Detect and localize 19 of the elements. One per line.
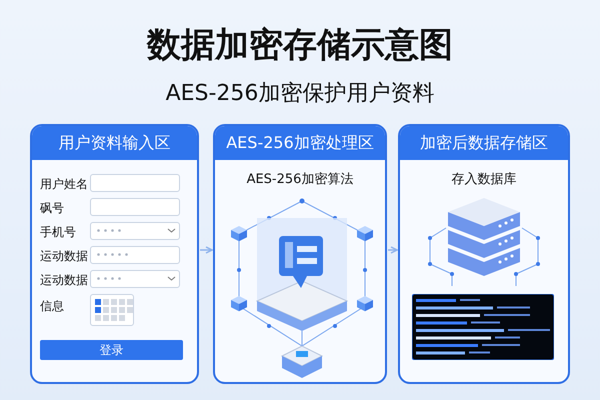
panel-header: 加密后数据存储区 (400, 126, 568, 160)
field-label: 砜号 (40, 200, 64, 217)
arrow (388, 246, 398, 254)
login-button: 登录 (40, 340, 183, 360)
panel (213, 124, 387, 384)
panel-header: AES-256加密处理区 (215, 126, 385, 160)
panel-header: 用户资料输入区 (32, 126, 197, 160)
arrow (200, 246, 213, 254)
panel (30, 124, 199, 384)
field-label: 手机号 (40, 224, 76, 241)
field-label: 运动数据 (40, 248, 88, 265)
panel-subtitle: 存入数据库 (450, 171, 518, 188)
field-label: 运动数据 (40, 272, 88, 289)
panel (398, 124, 570, 384)
title: 数据加密存储示意图 (146, 24, 454, 67)
subtitle: AES-256加密保护用户资料 (164, 80, 436, 108)
panel-subtitle: AES-256加密算法 (246, 171, 354, 188)
field-label: 信息 (40, 298, 64, 315)
field-label: 用户姓名 (40, 176, 88, 193)
